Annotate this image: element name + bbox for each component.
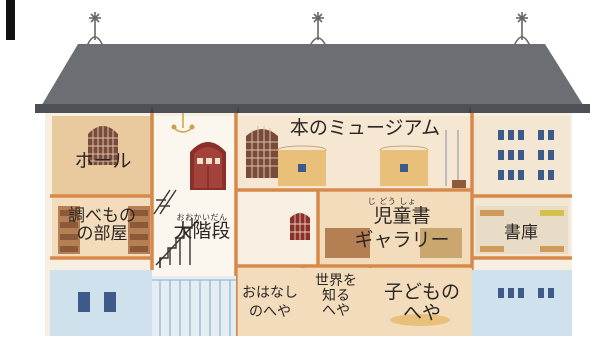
room-label-story: おはなし のへや (238, 285, 302, 321)
ground-floor-right (472, 270, 572, 336)
window-grid-icon (78, 288, 554, 312)
story-line-2: のへや (249, 304, 291, 321)
finial-icon (86, 12, 531, 49)
world-line-2: 知る (322, 288, 350, 305)
room-label-study: 調べもの の部屋 (52, 207, 152, 244)
room-label-museum: 本のミュージアム (270, 118, 460, 139)
study-line-1: 調べもの (68, 206, 136, 226)
staircase-label: 大階段 (173, 220, 231, 242)
world-line-3: へや (322, 303, 350, 320)
arched-window-icon (246, 126, 278, 178)
room-label-staircase: 大階段 (170, 221, 234, 242)
bookshelf-icon (476, 206, 568, 254)
bookshelf-icon (58, 206, 150, 254)
room-label-world: 世界を 知る へや (303, 273, 369, 320)
room-label-hall: ホール (58, 151, 148, 172)
room-label-stacks: 書庫 (486, 224, 556, 242)
window-grid-icon (498, 130, 554, 180)
ground-floor-left (50, 270, 152, 336)
world-line-1: 世界を (315, 273, 357, 289)
roof (40, 44, 585, 108)
display-case-icon (277, 130, 466, 188)
gallery-ruby: じ どう しょ (367, 197, 417, 206)
kids-line-1: 子どもの (383, 281, 460, 303)
story-line-1: おはなし (242, 285, 298, 301)
gallery-line-1: 児童書 (373, 205, 431, 227)
museum-label: 本のミュージアム (289, 117, 441, 139)
room-label-gallery: 児童書 ギャラリー (340, 206, 464, 250)
door-icon (190, 142, 226, 190)
gallery-line-2: ギャラリー (354, 228, 450, 251)
staircase-ruby: おおかいだん (176, 213, 228, 222)
room-label-kids: 子どもの へや (372, 282, 472, 323)
hall-label: ホール (74, 150, 132, 172)
chandelier-icon (171, 113, 195, 133)
stacks-label: 書庫 (504, 223, 538, 243)
gate-icon (152, 279, 236, 336)
arched-window-icon (88, 124, 118, 165)
kids-line-2: へや (402, 301, 441, 324)
arched-window-icon (290, 212, 310, 240)
staircase-icon (153, 189, 199, 268)
study-line-2: の部屋 (76, 224, 128, 245)
corner-mark (6, 0, 15, 40)
